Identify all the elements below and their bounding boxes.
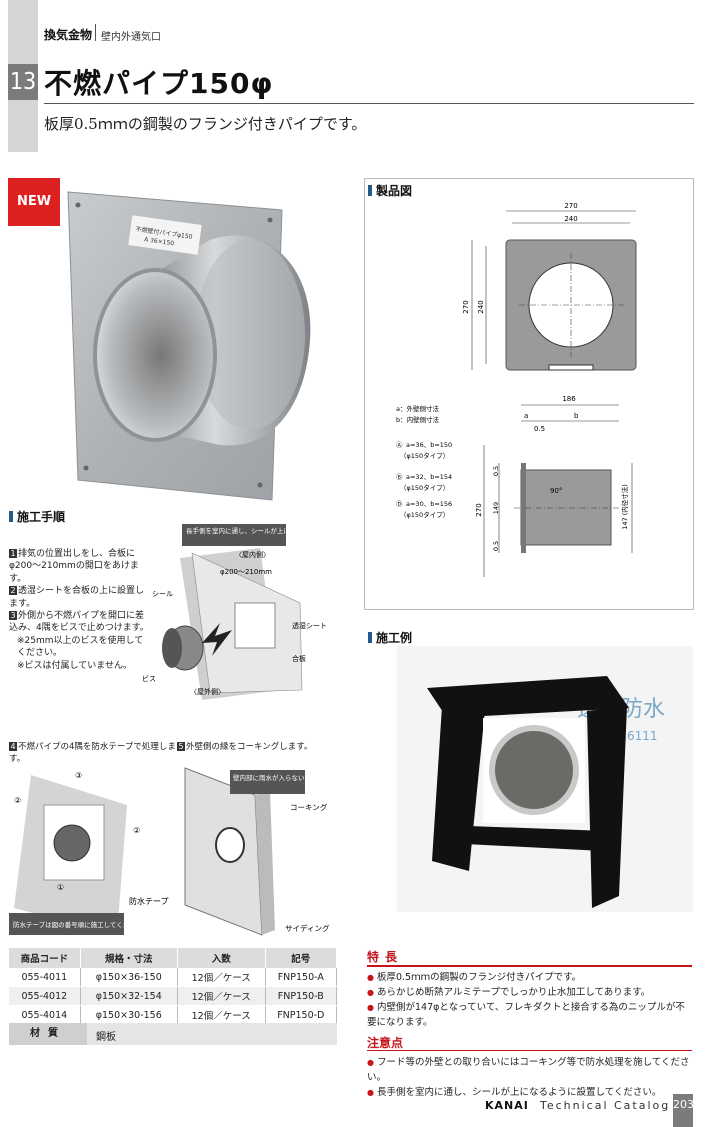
subcategory-label: 壁内外通気口 [101, 32, 161, 43]
fig5-caulk: コーキング [290, 802, 328, 812]
fig1-seal: シール [152, 590, 173, 598]
feature-item: 内壁側が147φとなっていて、フレキダクトと接合する為のニップルが不要になります… [367, 1000, 692, 1030]
col-spec: 規格・寸法 [80, 948, 178, 968]
material-label: 材質 [9, 1023, 87, 1045]
col-code: 商品コード [9, 948, 81, 968]
variant-a-2: a=36、b=150 [406, 441, 452, 449]
dim-width-inner: 240 [564, 215, 577, 223]
brand-suffix: Technical Catalog [540, 1099, 671, 1112]
fig1-outdoor: 〈屋外側〉 [190, 687, 225, 696]
variant-b-3: （φ150タイプ） [400, 483, 449, 492]
divider [95, 24, 96, 41]
dim-width-outer: 270 [564, 202, 577, 210]
variant-a-3: （φ150タイプ） [400, 451, 449, 460]
material-bar [9, 1023, 337, 1045]
category-label: 換気金物 [44, 28, 93, 42]
note-2: ※ビスは付属していません。 [17, 660, 133, 671]
fig5-callout: 壁内部に雨水が入らないようにしっかりコーキングしてください [233, 773, 350, 782]
example-photo: 透湿防水 6111 [397, 646, 693, 912]
page-title: 不燃パイプ150φ [44, 67, 274, 100]
fig4-n2a: ② [14, 796, 21, 805]
features-heading: 特長 [367, 950, 404, 964]
caution-item: フード等の外壁との取り合いにはコーキング等で防水処理を施してください。 [367, 1055, 692, 1085]
note-1: ※25mm以上のビスを使用してください。 [17, 635, 144, 659]
install-figure-4: ③ ② ② ① 防水テープ 防水テープは図の番号順に施工してください [9, 771, 169, 935]
fig1-callout: 長手側を室内に通し、シールが上になるように設置します [186, 526, 350, 535]
page-number: 203 [673, 1094, 694, 1127]
cautions-list: フード等の外壁との取り合いにはコーキング等で防水処理を施してください。 長手側を… [367, 1055, 692, 1100]
product-drawing: 270 240 270 240 a：外壁側寸法 b：内壁側寸法 Ⓐ a=36、b… [396, 202, 637, 577]
legend-b: b：内壁側寸法 [396, 415, 440, 424]
caution-item: 長手側を室内に通し、シールが上になるように設置してください。 [367, 1085, 692, 1100]
features-rule [367, 965, 692, 967]
fig1-sheet: 透湿シート [292, 621, 327, 630]
title-rule [44, 103, 694, 104]
fig4-note: 防水テープは図の番号順に施工してください [13, 920, 142, 929]
drawing-heading: 製品図 [368, 182, 412, 199]
dim-side-total: 186 [562, 395, 576, 403]
product-photo: 不燃壁付パイプφ150 A 36×150 [67, 191, 311, 501]
cautions-rule [367, 1050, 692, 1051]
feature-item: あらかじめ断熱アルミテープでしっかり止水加工してあります。 [367, 985, 692, 1000]
dim-inner-diameter: 147 (内径寸法) [620, 484, 629, 530]
dim-height-outer: 270 [462, 300, 470, 313]
product-label [128, 215, 202, 255]
dim-side-flange: 0.5 [534, 425, 545, 433]
product-label-line2: A 36×150 [144, 236, 175, 247]
dim-height-inner: 240 [477, 300, 485, 313]
material-value: 鋼板 [96, 1032, 116, 1043]
variant-b-1: Ⓑ [396, 473, 403, 481]
fig1-indoor: 〈屋内側〉 [235, 550, 270, 559]
col-qty: 入数 [177, 948, 266, 968]
dim-side-b: b [574, 412, 579, 420]
install-figure-1: 長手側を室内に通し、シールが上になるように設置します 〈屋内側〉 φ200～21… [142, 524, 350, 700]
install-figure-5: 壁内部に雨水が入らないようにしっかりコーキングしてください コーキング サイディ… [184, 767, 350, 936]
fig4-n2b: ② [133, 826, 140, 835]
fig1-screw: ビス [142, 674, 156, 683]
features-list: 板厚0.5ｍｍの鋼製のフランジ付きパイプです。 あらかじめ断熱アルミテープでしっ… [367, 970, 692, 1030]
example-sheet-num: 6111 [627, 729, 658, 743]
dim-side-bottom: 0.5 [492, 541, 500, 551]
feature-item: 板厚0.5ｍｍの鋼製のフランジ付きパイプです。 [367, 970, 692, 985]
variant-b-2: a=32、b=154 [406, 473, 452, 481]
col-symbol: 記号 [265, 948, 338, 968]
variant-d-3: （φ150タイプ） [400, 510, 449, 519]
angle-label: 90° [550, 487, 562, 495]
brand-name: KANAI [485, 1099, 529, 1112]
fig1-board: 合板 [292, 654, 306, 663]
dim-side-a: a [524, 412, 528, 420]
fig4-n3: ③ [75, 771, 82, 780]
example-heading: 施工例 [368, 629, 412, 646]
variant-d-1: Ⓓ [396, 500, 403, 508]
page-subtitle: 板厚0.5ｍｍの鋼製のフランジ付きパイプです。 [44, 115, 367, 133]
procedure-heading: 施工手順 [9, 508, 65, 525]
section-number: 13 [8, 64, 38, 100]
new-badge: NEW [8, 178, 60, 226]
variant-a-1: Ⓐ [396, 441, 403, 449]
cautions-heading: 注意点 [367, 1036, 404, 1050]
legend-a: a：外壁側寸法 [396, 404, 439, 413]
drawing-box [364, 178, 694, 610]
fig4-n1: ① [57, 883, 64, 892]
dim-side-height: 270 [475, 503, 483, 516]
dim-side-mid: 149 [492, 502, 500, 514]
fig4-tape: 防水テープ [129, 896, 169, 906]
dim-side-top: 0.5 [492, 466, 500, 476]
variant-d-2: a=30、b=156 [406, 500, 452, 508]
fig5-siding: サイディング [285, 923, 330, 933]
fig1-hole: φ200～210mm [220, 568, 272, 576]
